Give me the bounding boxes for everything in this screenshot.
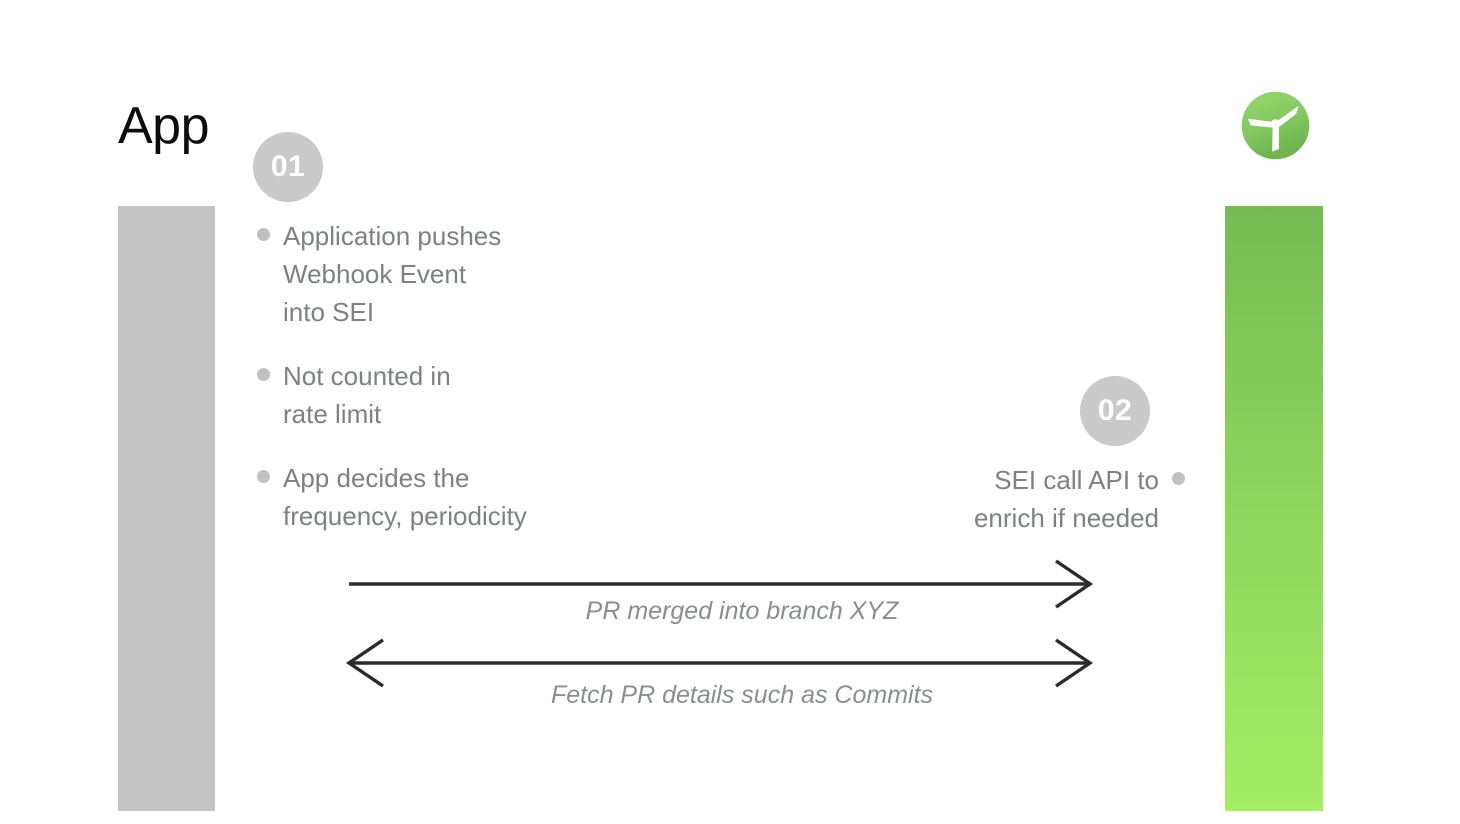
fetch-pr-arrow-label: Fetch PR details such as Commits [550, 681, 934, 709]
fetch-pr-arrow-head-right [1055, 638, 1094, 688]
bullet-dot-icon [257, 470, 270, 483]
sequence-arrows [345, 559, 1094, 688]
page-title: App [118, 97, 210, 155]
bullet-label: App decides the frequency, periodicity [283, 463, 527, 531]
pr-merged-arrow-head-right [1055, 559, 1094, 609]
list-item: SEI call API to enrich if needed [820, 461, 1185, 537]
fetch-pr-arrow-head-left [345, 638, 384, 688]
list-item: App decides the frequency, periodicity [257, 459, 687, 535]
propeller-logo-icon [1241, 91, 1310, 160]
bullet-dot-icon [257, 228, 270, 241]
step-02-bullet-list: SEI call API to enrich if needed [820, 461, 1185, 537]
list-item: Application pushes Webhook Event into SE… [257, 217, 687, 331]
list-item: Not counted in rate limit [257, 357, 687, 433]
bullet-label: SEI call API to enrich if needed [973, 465, 1159, 533]
bullet-label: Not counted in rate limit [283, 361, 451, 429]
step-01-bullet-list: Application pushes Webhook Event into SE… [257, 217, 687, 535]
bullet-dot-icon [257, 368, 270, 381]
app-lifeline-bar [118, 206, 215, 811]
sei-lifeline-bar [1225, 206, 1323, 811]
bullet-dot-icon [1172, 472, 1185, 485]
bullet-label: Application pushes Webhook Event into SE… [283, 221, 502, 327]
step-badge-02: 02 [1080, 376, 1150, 446]
step-badge-01: 01 [253, 132, 323, 202]
pr-merged-arrow-label: PR merged into branch XYZ [585, 597, 899, 625]
